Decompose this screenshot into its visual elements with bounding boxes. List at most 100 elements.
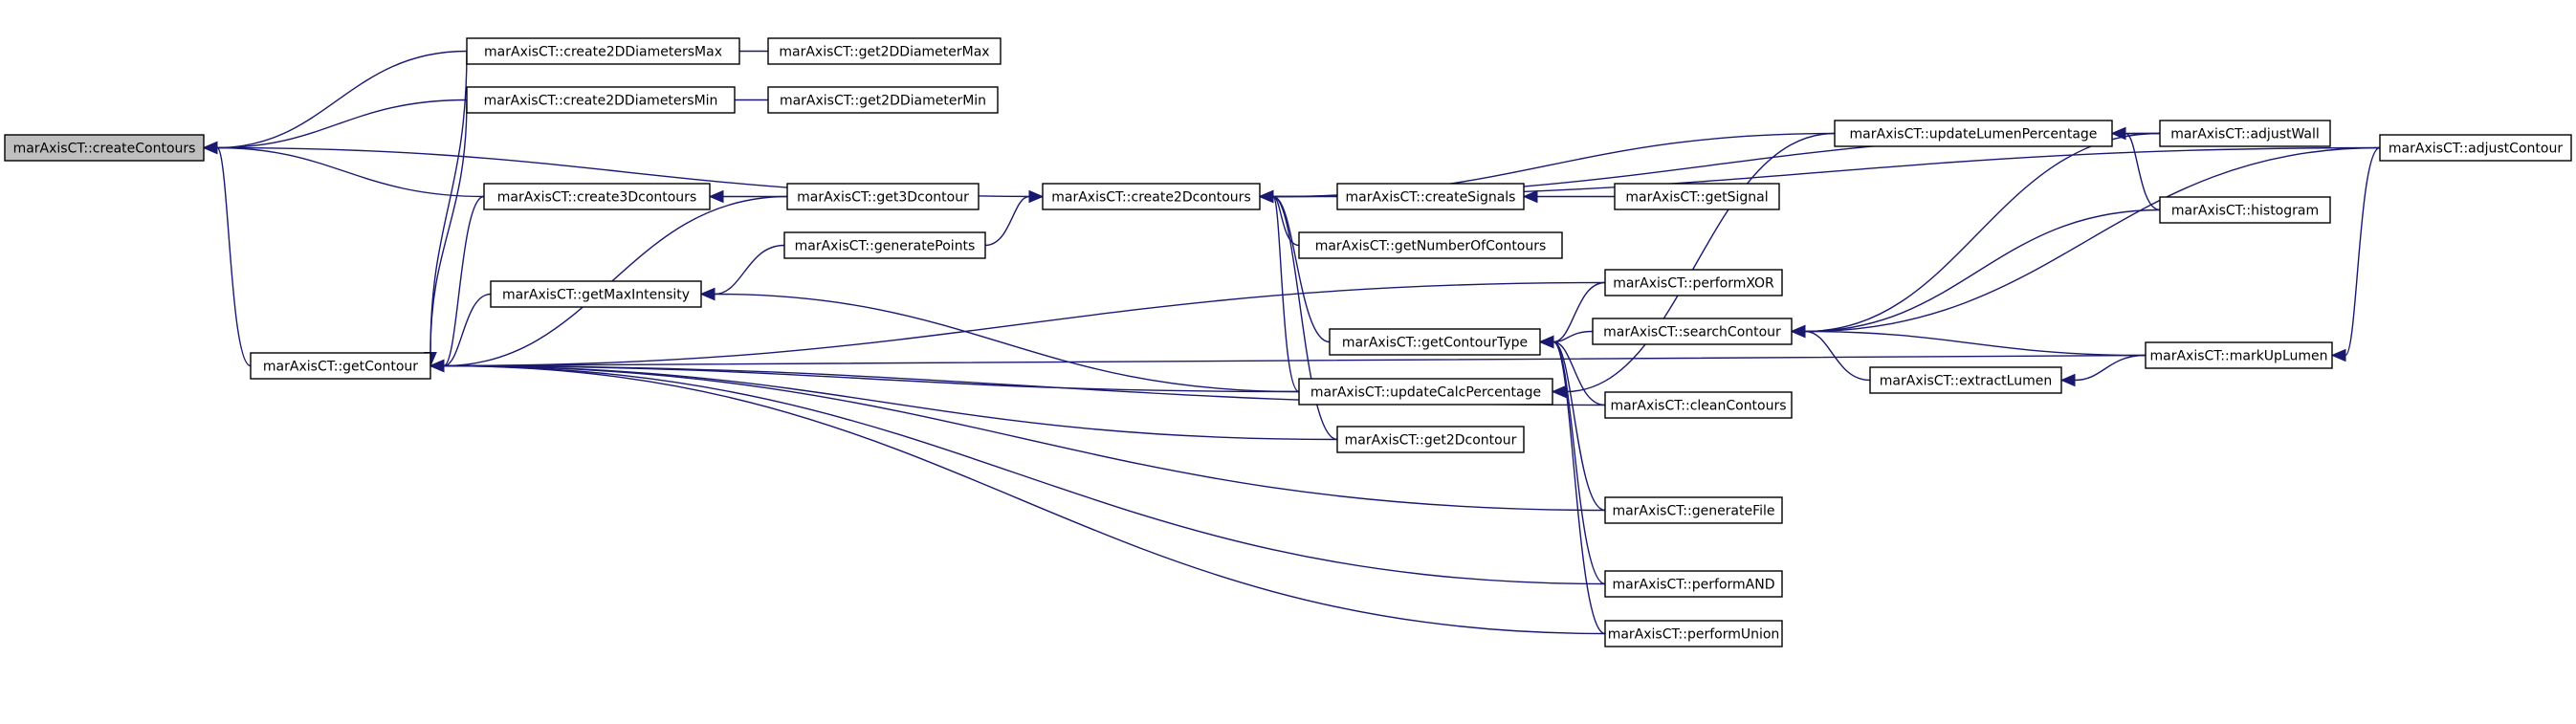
node-mark-up-lumen[interactable]: marAxisCT::markUpLumen [2145, 341, 2333, 369]
arrowhead-icon [429, 359, 445, 373]
node-label: marAxisCT::get2Dcontour [1345, 433, 1517, 449]
edge-create2-d-diameters-min-to-create-contours [216, 99, 468, 149]
arrowhead-icon [1790, 324, 1806, 339]
node-box [490, 280, 702, 308]
edge-create2-d-diameters-min-to-get-contour [429, 99, 468, 353]
node-get-signal[interactable]: marAxisCT::getSignal [1614, 183, 1780, 210]
edge-update-lumen-percentage-to-update-calc-percentage [1565, 132, 1836, 393]
arrowhead-icon [202, 141, 218, 155]
node-box [2159, 120, 2331, 147]
arrowhead-icon [1258, 189, 1274, 204]
node-perform-union[interactable]: marAxisCT::performUnion [1604, 620, 1783, 647]
node-box [1834, 120, 2113, 147]
node-label: marAxisCT::adjustWall [2170, 127, 2320, 143]
edge-update-calc-percentage-to-create2-dcontours [1272, 195, 1300, 393]
edge-mark-up-lumen-to-search-contour [1804, 330, 2147, 357]
node-label: marAxisCT::create2DDiametersMin [484, 94, 718, 109]
node-label: marAxisCT::histogram [2171, 204, 2319, 219]
node-label: marAxisCT::getContour [263, 360, 418, 375]
node-box [1604, 570, 1783, 598]
node-create2-d-diameters-max[interactable]: marAxisCT::create2DDiametersMax [466, 37, 740, 65]
node-label: marAxisCT::updateLumenPercentage [1850, 127, 2098, 143]
node-create-contours[interactable]: marAxisCT::createContours [4, 134, 205, 162]
edge-perform-union-to-get-contour [443, 364, 1606, 635]
edge-update-calc-percentage-to-get-max-intensity [714, 293, 1300, 393]
edge-generate-file-to-get-contour [443, 364, 1606, 512]
edge-get-contour-to-create-contours [216, 146, 252, 367]
node-histogram[interactable]: marAxisCT::histogram [2159, 196, 2331, 224]
node-create-signals[interactable]: marAxisCT::createSignals [1336, 183, 1525, 210]
node-adjust-wall[interactable]: marAxisCT::adjustWall [2159, 120, 2331, 147]
arrowhead-icon [1538, 335, 1554, 349]
node-generate-file[interactable]: marAxisCT::generateFile [1604, 496, 1783, 524]
node-adjust-contour[interactable]: marAxisCT::adjustContour [2379, 134, 2572, 162]
node-get-contour-type[interactable]: marAxisCT::getContourType [1329, 328, 1541, 356]
node-box [1614, 183, 1780, 210]
node-get3-dcontour[interactable]: marAxisCT::get3Dcontour [786, 183, 980, 210]
node-label: marAxisCT::create2Dcontours [1051, 190, 1250, 206]
node-update-lumen-percentage[interactable]: marAxisCT::updateLumenPercentage [1834, 120, 2113, 147]
node-get2-d-diameter-max[interactable]: marAxisCT::get2DDiameterMax [767, 37, 1002, 65]
node-label: marAxisCT::performAND [1613, 578, 1775, 593]
node-box [1604, 620, 1783, 647]
node-get-number-of-contours[interactable]: marAxisCT::getNumberOfContours [1298, 231, 1563, 259]
node-box [1604, 496, 1783, 524]
node-box [1042, 183, 1261, 210]
node-update-calc-percentage[interactable]: marAxisCT::updateCalcPercentage [1298, 378, 1553, 406]
node-create2-dcontours[interactable]: marAxisCT::create2Dcontours [1042, 183, 1261, 210]
node-extract-lumen[interactable]: marAxisCT::extractLumen [1869, 366, 2062, 394]
node-generate-points[interactable]: marAxisCT::generatePoints [783, 231, 986, 259]
edge-perform-xor-to-get-contour-type [1552, 281, 1606, 343]
edge-create3-dcontours-to-create-contours [216, 146, 485, 198]
arrowhead-icon [1522, 189, 1538, 204]
node-label: marAxisCT::getNumberOfContours [1315, 239, 1547, 254]
node-label: marAxisCT::updateCalcPercentage [1310, 385, 1541, 401]
node-get2-d-diameter-min[interactable]: marAxisCT::get2DDiameterMin [767, 86, 999, 114]
node-search-contour[interactable]: marAxisCT::searchContour [1592, 318, 1793, 345]
node-box [767, 86, 999, 114]
edge-perform-xor-to-get-contour [443, 281, 1606, 367]
node-label: marAxisCT::generatePoints [795, 239, 976, 254]
node-box [1336, 183, 1525, 210]
node-box [4, 134, 205, 162]
node-perform-and[interactable]: marAxisCT::performAND [1604, 570, 1783, 598]
node-label: marAxisCT::getContourType [1342, 336, 1528, 351]
node-box [1604, 391, 1793, 419]
edge-perform-and-to-get-contour-type [1552, 340, 1606, 585]
node-label: marAxisCT::adjustContour [2389, 142, 2563, 157]
node-box [2379, 134, 2572, 162]
node-label: marAxisCT::cleanContours [1610, 399, 1786, 414]
node-label: marAxisCT::searchContour [1603, 325, 1781, 340]
node-label: marAxisCT::create3Dcontours [497, 190, 696, 206]
edge-histogram-to-update-lumen-percentage [2125, 132, 2161, 211]
edge-adjust-contour-to-search-contour [1804, 146, 2381, 333]
node-perform-xor[interactable]: marAxisCT::performXOR [1604, 269, 1783, 296]
node-label: marAxisCT::performXOR [1613, 276, 1774, 292]
edge-get-number-of-contours-to-create2-dcontours [1272, 195, 1300, 247]
node-label: marAxisCT::get2DDiameterMax [779, 45, 989, 60]
node-box [1298, 231, 1563, 259]
arrowhead-icon [1551, 384, 1567, 399]
node-label: marAxisCT::extractLumen [1880, 374, 2052, 389]
edge-generate-points-to-create2-dcontours [984, 195, 1030, 247]
node-get-contour[interactable]: marAxisCT::getContour [250, 352, 431, 380]
edge-extract-lumen-to-search-contour [1804, 330, 1871, 382]
node-box [483, 183, 711, 210]
node-create2-d-diameters-min[interactable]: marAxisCT::create2DDiametersMin [466, 86, 736, 114]
node-get2-dcontour[interactable]: marAxisCT::get2Dcontour [1336, 426, 1525, 453]
node-create3-dcontours[interactable]: marAxisCT::create3Dcontours [483, 183, 711, 210]
node-box [1298, 378, 1553, 406]
edge-adjust-wall-to-search-contour [1804, 132, 2161, 333]
node-label: marAxisCT::markUpLumen [2149, 349, 2327, 364]
edge-create3-dcontours-to-get-contour [443, 195, 485, 367]
node-label: marAxisCT::get2DDiameterMin [780, 94, 986, 109]
node-clean-contours[interactable]: marAxisCT::cleanContours [1604, 391, 1793, 419]
node-box [1869, 366, 2062, 394]
node-get-max-intensity[interactable]: marAxisCT::getMaxIntensity [490, 280, 702, 308]
node-label: marAxisCT::getSignal [1625, 190, 1768, 206]
node-box [1604, 269, 1783, 296]
edge-create2-d-diameters-max-to-get-contour [429, 51, 468, 353]
edge-get-max-intensity-to-get-contour [443, 293, 492, 367]
node-box [767, 37, 1002, 65]
